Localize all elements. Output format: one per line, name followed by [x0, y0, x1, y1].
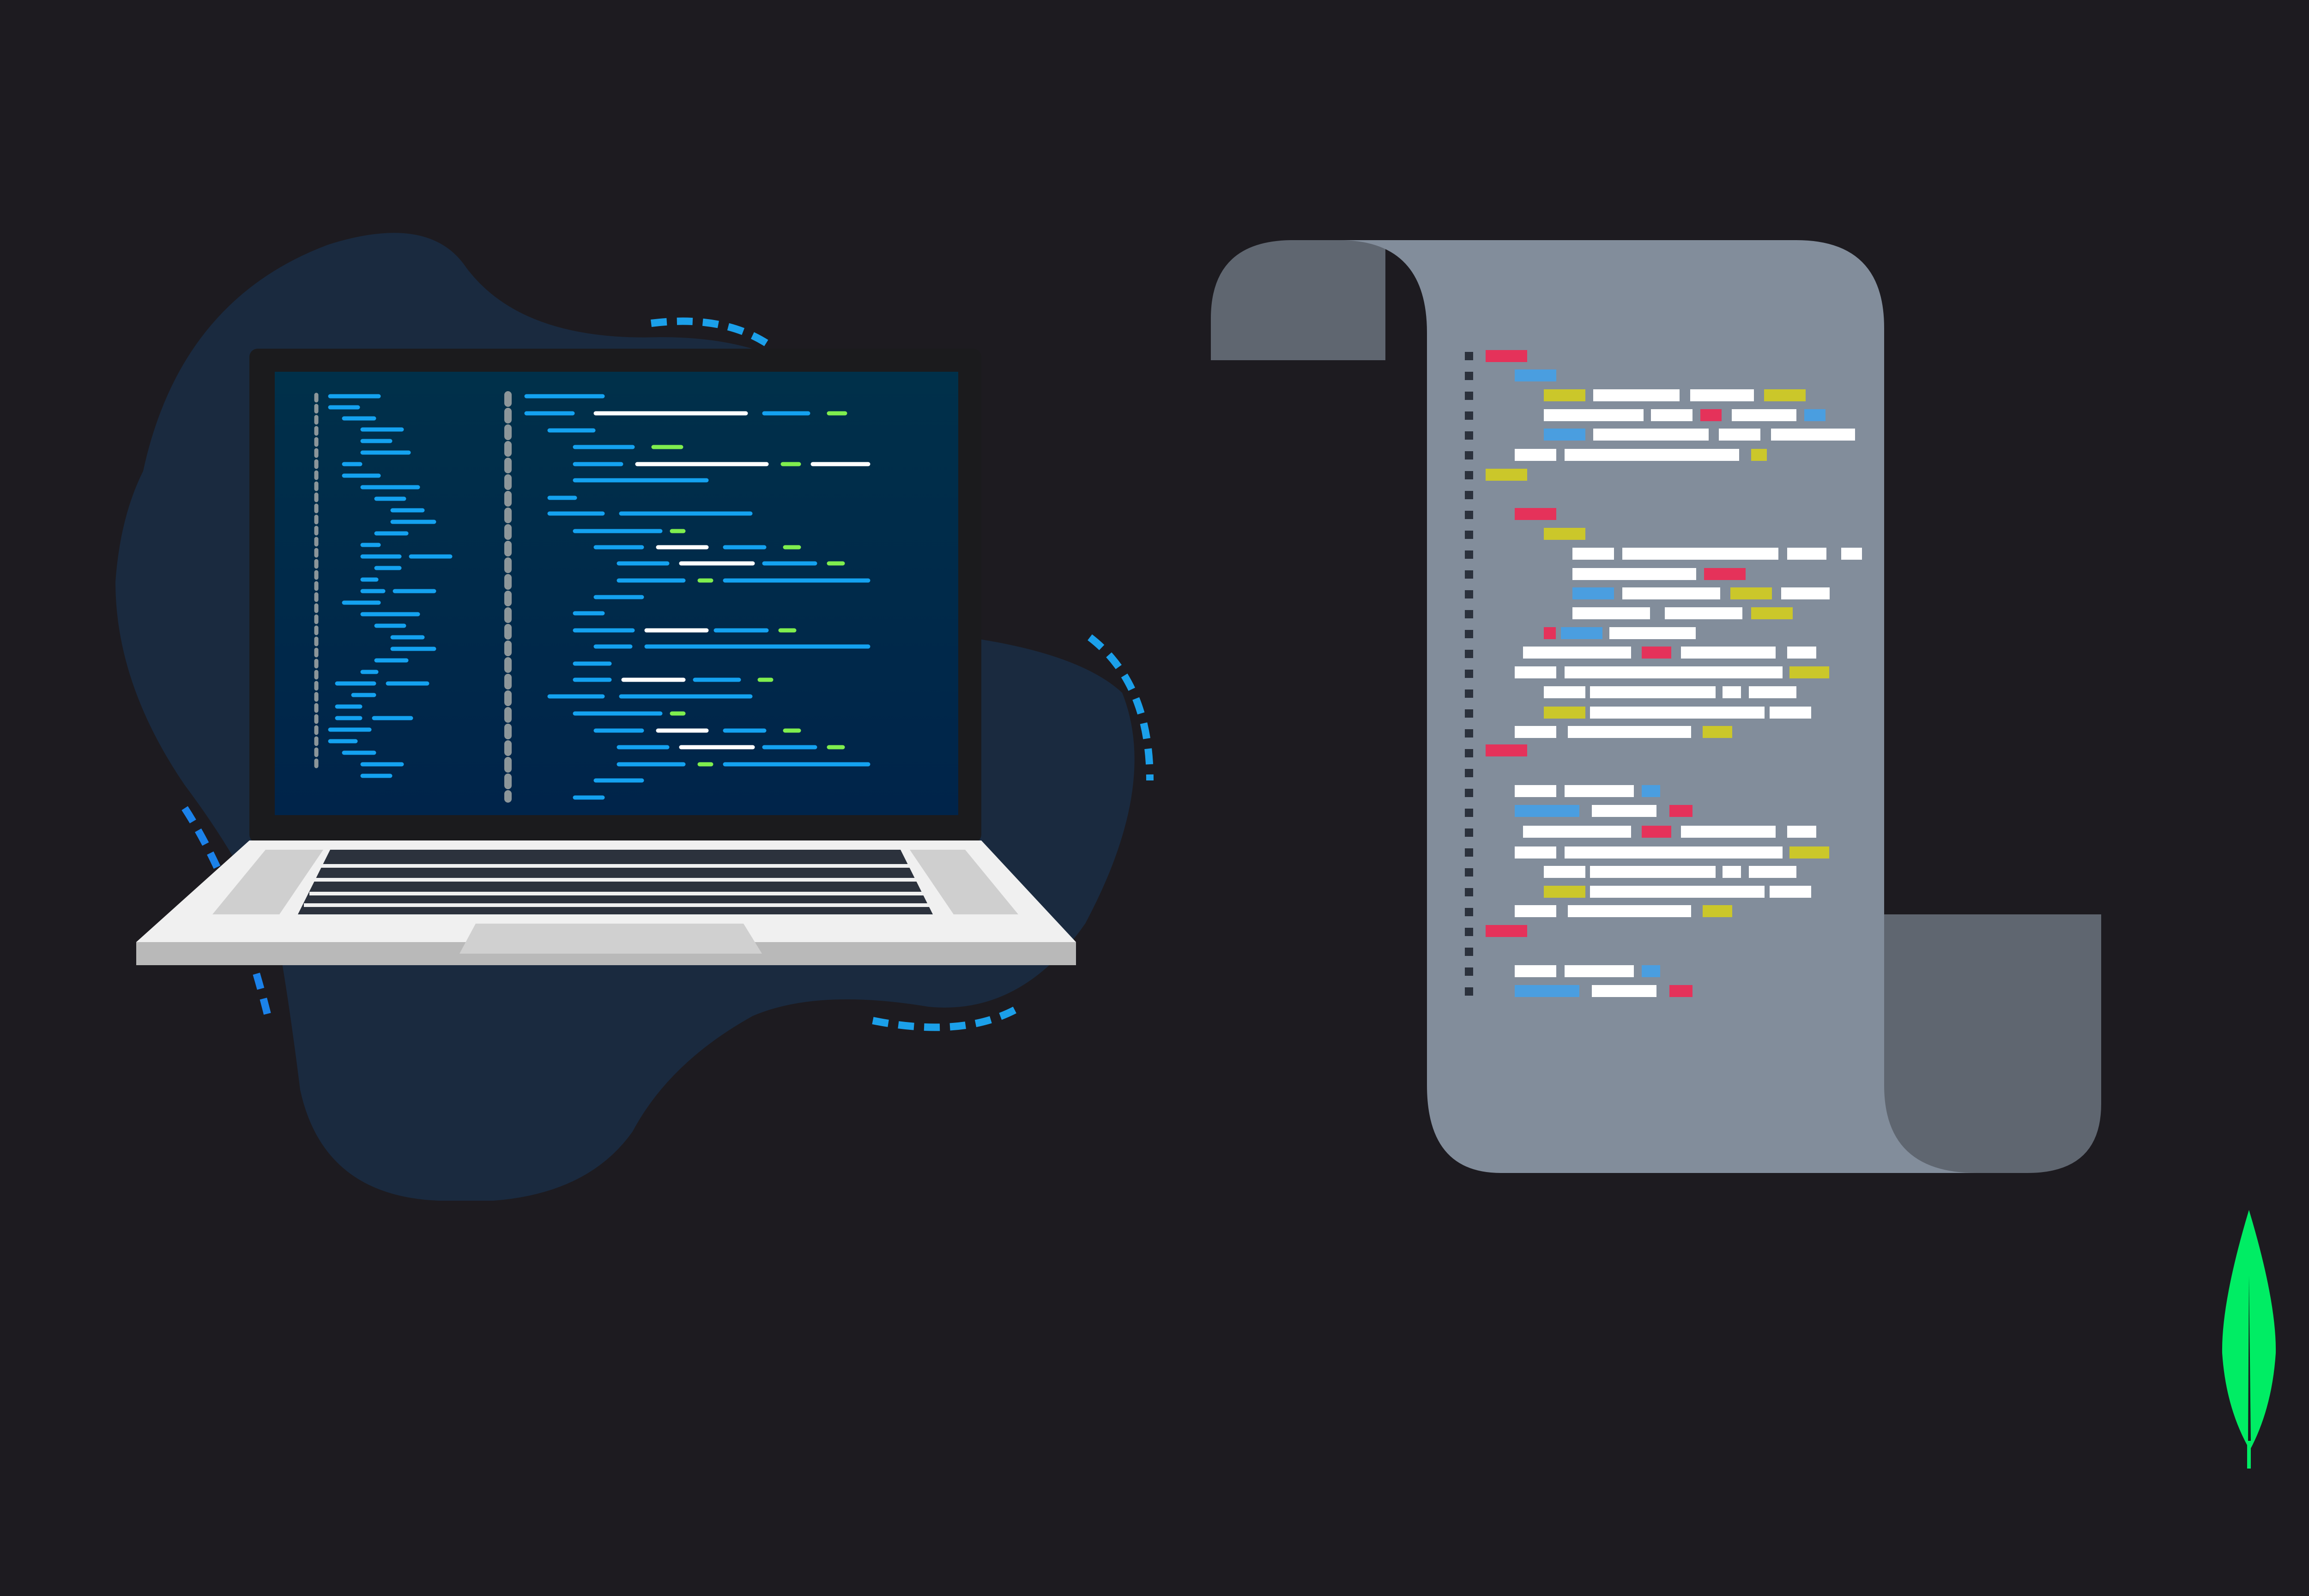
mongodb-leaf-icon	[2222, 1210, 2276, 1469]
laptop-code-icon	[115, 233, 1154, 1201]
code-scroll-icon	[1211, 240, 2101, 1173]
